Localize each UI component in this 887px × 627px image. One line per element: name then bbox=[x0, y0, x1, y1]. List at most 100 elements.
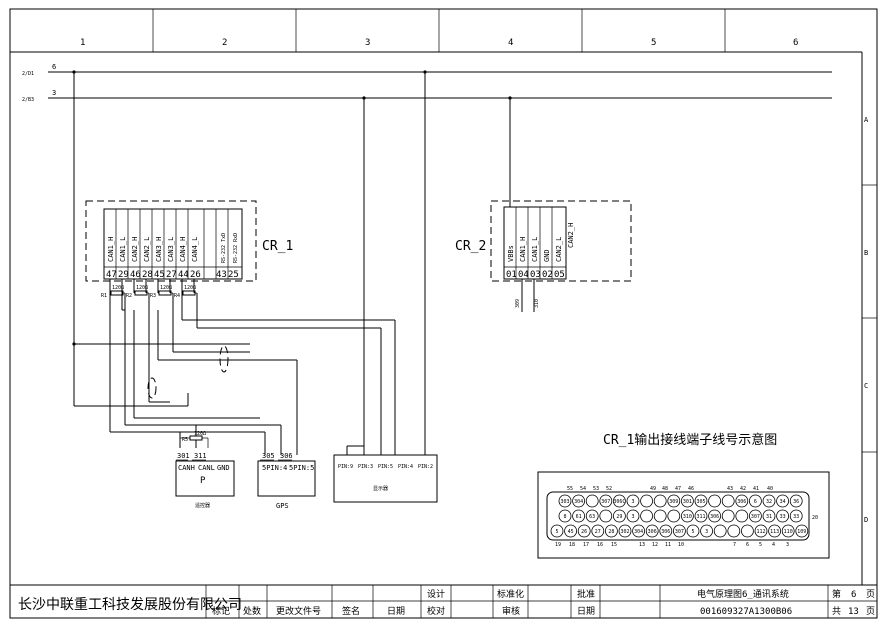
connector-pin bbox=[653, 494, 667, 508]
page-unit: 页 bbox=[866, 589, 875, 600]
connector-pin bbox=[626, 494, 640, 508]
total-pages: 13 bbox=[848, 607, 859, 617]
connector-pin-label: 301 bbox=[683, 499, 692, 505]
resistor-ref: R2 bbox=[126, 293, 132, 299]
resistor-value: 120Ω bbox=[112, 285, 124, 291]
cr2-label: CR_2 bbox=[455, 239, 486, 254]
connector-pin-label: 310 bbox=[683, 514, 692, 520]
connector-pin bbox=[667, 494, 681, 508]
connector-bottom-number: 16 bbox=[597, 542, 603, 548]
cr1-terminal-block: CAN1_H CAN1_L CAN2_H CAN2_L CAN3_H CAN3_… bbox=[85, 200, 293, 282]
cr2-pin: 04 bbox=[518, 270, 529, 280]
cr2-signal: CAN2_L bbox=[555, 237, 563, 262]
connector-bottom-number: 10 bbox=[678, 542, 684, 548]
cr1-pin: 47 bbox=[106, 270, 117, 280]
connector-pin bbox=[741, 524, 754, 538]
column-label: 3 bbox=[365, 38, 370, 48]
connector-bottom-number: 11 bbox=[665, 542, 671, 548]
cr1-signal: CAN3_H bbox=[155, 237, 163, 262]
connector-pin-label: 6 bbox=[754, 499, 757, 505]
connector-top-number: 43 bbox=[727, 486, 733, 492]
connector-pin-label: 309 bbox=[669, 499, 678, 505]
display-name: 显示器 bbox=[373, 486, 388, 492]
connector-top-number: 46 bbox=[688, 486, 694, 492]
connector-bottom-number: 6 bbox=[746, 542, 749, 548]
connector-pin-label: 3 bbox=[705, 529, 708, 535]
remote-pin: GND bbox=[217, 464, 230, 472]
column-label: 5 bbox=[651, 38, 656, 48]
cr1-wiring bbox=[72, 72, 426, 455]
connector-pin-label: 5 bbox=[691, 529, 694, 535]
resistor-value: 120Ω bbox=[136, 285, 148, 291]
bus-wire: 6 bbox=[52, 63, 56, 71]
resistor-value: 120Ω bbox=[160, 285, 172, 291]
connector-pin bbox=[653, 509, 667, 523]
connector-pin bbox=[735, 509, 749, 523]
row-label: B bbox=[864, 249, 868, 257]
connector-pin bbox=[735, 494, 749, 508]
connector-pin-label: 28 bbox=[608, 529, 614, 535]
remote-pin: CANL bbox=[198, 464, 215, 472]
connector-pin-label: 33 bbox=[793, 514, 799, 520]
connector-pin bbox=[632, 524, 645, 538]
cr2-signal: GND bbox=[543, 249, 551, 262]
connector-pin-label: 3 bbox=[631, 514, 634, 520]
connector-caption: CR_1输出接线端子线号示意图 bbox=[603, 432, 777, 448]
cr1-signal-labels: CAN1_H CAN1_L CAN2_H CAN2_L CAN3_H CAN3_… bbox=[107, 233, 239, 263]
connector-pin bbox=[754, 524, 768, 538]
power-buses: 2/D1 6 2/B3 3 bbox=[22, 63, 832, 103]
cr1-signal: RS-232 TxD bbox=[221, 233, 227, 263]
row-labels: A B C D bbox=[864, 116, 869, 524]
header-date: 日期 bbox=[387, 606, 405, 617]
connector-pin bbox=[762, 509, 776, 523]
connector-pin bbox=[599, 494, 613, 508]
connector-pin bbox=[591, 524, 605, 538]
connector-top-number: 49 bbox=[650, 486, 656, 492]
company-name: 长沙中联重工科技发展股份有限公司 bbox=[18, 597, 242, 613]
connector-pin-label: 306C bbox=[613, 499, 625, 505]
connector-pin bbox=[694, 494, 708, 508]
header-count: 处数 bbox=[243, 605, 261, 617]
cr1-pin: 44 bbox=[178, 270, 189, 280]
connector-bottom-number: 4 bbox=[772, 542, 775, 548]
connector-pin-label: 307 bbox=[675, 529, 684, 535]
display-device: 3 303 304 6 PIN:9 PIN:3 PIN:5 PIN:4 PIN:… bbox=[333, 454, 438, 503]
connector-pin bbox=[558, 494, 572, 508]
connector-pin bbox=[713, 524, 727, 538]
gps-pin: 5PIN:5 bbox=[289, 464, 314, 472]
connector-pin-label: 45 bbox=[568, 529, 574, 535]
column-label: 2 bbox=[222, 38, 227, 48]
connector-pin-label: 304 bbox=[574, 499, 583, 505]
connector-top-number: 42 bbox=[740, 486, 746, 492]
cr2-signal: CAN1_H bbox=[519, 237, 527, 262]
connector-pin bbox=[673, 524, 686, 538]
connector-pin-label: 113 bbox=[770, 529, 779, 535]
connector-pin bbox=[721, 494, 735, 508]
label-date: 日期 bbox=[577, 606, 595, 617]
connector-pin bbox=[776, 494, 789, 508]
connector-pin bbox=[577, 524, 591, 538]
cr1-pin: 25 bbox=[228, 270, 239, 280]
cr2-pin: 02 bbox=[542, 270, 553, 280]
connector-pin bbox=[795, 524, 809, 538]
connector-pin-label: 302 bbox=[620, 529, 629, 535]
cr2-signal: CAN2_H bbox=[567, 223, 575, 248]
connector-pin bbox=[789, 494, 803, 508]
connector-pin bbox=[694, 509, 708, 523]
connector-pin-label: 303 bbox=[560, 499, 569, 505]
cr1-signal: RS-232 RxD bbox=[233, 233, 239, 263]
remote-wire: 311 bbox=[194, 452, 207, 460]
connector-pin bbox=[768, 524, 781, 538]
display-pin: PIN:4 bbox=[398, 464, 413, 470]
total-label: 共 bbox=[832, 606, 841, 617]
connector-bottom-number: 3 bbox=[786, 542, 789, 548]
connector-pin-label: 29 bbox=[616, 514, 622, 520]
label-review: 审核 bbox=[502, 605, 520, 617]
cr2-terminal-block: VBBs CAN1_H CAN1_L GND CAN2_L CAN2_H 01 … bbox=[455, 200, 632, 282]
connector-pin bbox=[681, 509, 694, 523]
connector-pin-label: 3 bbox=[631, 499, 634, 505]
cr1-signal: CAN4_H bbox=[179, 237, 187, 262]
cr1-pin: 26 bbox=[190, 270, 201, 280]
